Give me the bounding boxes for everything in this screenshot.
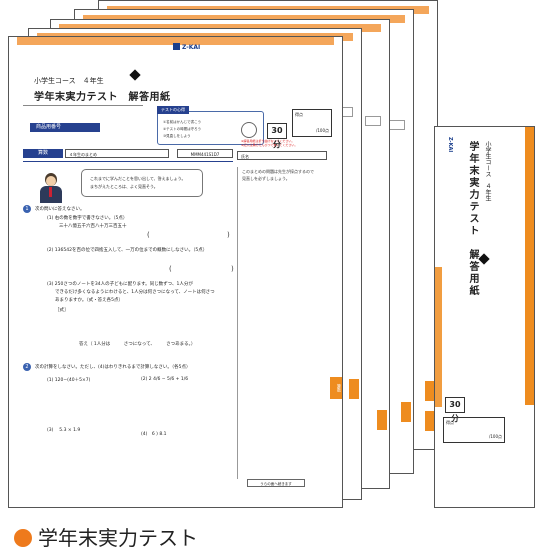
tip-line: ③見直しをしよう bbox=[163, 134, 191, 138]
z-logo-icon bbox=[173, 43, 180, 50]
back-sheet-score-box bbox=[365, 116, 381, 126]
speech-bubble: これまでに学んだことを思い出して、答えましょう。 まちがえたところは、よく見直そ… bbox=[81, 169, 203, 197]
back-sheet-tab bbox=[425, 381, 435, 401]
question-item: 三十八億五千六百八十万三百五十 bbox=[59, 224, 127, 229]
answer-paren: ) bbox=[231, 265, 234, 273]
cover-diamond-icon bbox=[478, 253, 490, 265]
cover-orange-strip bbox=[435, 267, 442, 407]
question-item: (2) 136542を百の位で四捨五入して、一万の位までの概数にしなさい。（5点… bbox=[47, 248, 208, 253]
answer-sheet-cover: Z-KAI 学年末実力テスト 解答用紙 小学生コース ４年生 30分 得点 /1… bbox=[434, 126, 535, 508]
answer-sheet-topbar bbox=[17, 37, 334, 45]
test-code: MMM441S1D7 bbox=[177, 149, 233, 158]
cover-logo: Z-KAI bbox=[447, 137, 453, 153]
red-note: ※解答用紙は折り曲げないでください。 bbox=[241, 139, 295, 143]
right-note: このまとめの問題は先生が採点するので bbox=[242, 169, 314, 174]
cover-score-unit: /100点 bbox=[489, 434, 502, 439]
back-sheet-tab bbox=[349, 379, 359, 399]
teacher-face bbox=[46, 176, 56, 186]
question-item: (1) 右の数を数字で書きなさい。（5点） bbox=[47, 216, 128, 221]
orange-dot-icon bbox=[14, 529, 32, 547]
subject-title: ４年生のまとめ bbox=[65, 149, 169, 158]
red-note: ※記入は黒のえんぴつで書いてください。 bbox=[241, 143, 298, 147]
bubble-line: まちがえたところは、よく見直そう。 bbox=[90, 184, 158, 189]
back-sheet-tab bbox=[377, 410, 387, 430]
smile-face-icon bbox=[241, 122, 257, 138]
question-item: (3) 250さつのノートを34人の子どもに配ります。同じ数ずつ、1人分が bbox=[47, 282, 193, 287]
question-item: (4) 6 ) 8.1 bbox=[141, 432, 167, 437]
tip-head: テストの心得 bbox=[157, 106, 189, 114]
tip-line: ②テストの時間は守ろう bbox=[163, 127, 202, 131]
tip-line: ①名前はかんじで書こう bbox=[163, 120, 202, 124]
bubble-line: これまでに学んだことを思い出して、答えましょう。 bbox=[90, 176, 186, 181]
answer-paren: ) bbox=[227, 231, 230, 239]
cover-score-label: 得点 bbox=[446, 420, 454, 425]
question-item: (1) 120−(40＋5×7) bbox=[47, 378, 91, 383]
question-intro: 次の問いに答えなさい。 bbox=[35, 207, 85, 212]
teacher-tie bbox=[49, 187, 52, 197]
continue-note: うらの面へ続きます bbox=[247, 479, 305, 487]
stamp-label: 商品用番号 bbox=[30, 123, 100, 132]
question-number: 1 bbox=[23, 205, 31, 213]
teacher-illustration bbox=[39, 173, 63, 203]
cover-time-box: 30分 bbox=[445, 397, 465, 423]
question-item: (2) 2 4/6 − 5/6 + 1/6 bbox=[141, 377, 189, 382]
cover-orange-bar bbox=[525, 127, 534, 405]
caption-text: 学年末実力テスト bbox=[38, 526, 198, 550]
logo-text: Z-KAI bbox=[182, 44, 201, 51]
column-divider bbox=[237, 167, 238, 479]
right-note: 見直しを必ずしましょう。 bbox=[242, 176, 290, 181]
answer-paren: ( bbox=[147, 231, 150, 239]
z-kai-logo: Z-KAI bbox=[173, 43, 200, 51]
answer-sheet-front: Z-KAI 小学生コース ４年生 学年末実力テスト 解答用紙 商品用番号 テスト… bbox=[8, 36, 343, 508]
tip-box: テストの心得 ①名前はかんじで書こう ②テストの時間は守ろう ③見直しをしよう bbox=[157, 106, 264, 145]
question-item: あまりますか。（式・答え各5点） bbox=[55, 298, 124, 303]
score-label: 得点 bbox=[295, 112, 303, 117]
back-sheet-tab bbox=[401, 402, 411, 422]
cover-title: 学年末実力テスト 解答用紙 bbox=[467, 141, 478, 297]
subject-tab: 算数 bbox=[330, 377, 342, 399]
page-title: 学年末実力テスト 解答用紙 bbox=[34, 92, 171, 103]
name-field[interactable]: 氏名 bbox=[237, 151, 327, 160]
cover-course: 小学生コース ４年生 bbox=[484, 141, 491, 201]
back-sheet-tab bbox=[425, 411, 435, 431]
caption: 学年末実力テスト bbox=[14, 522, 198, 551]
course-label: 小学生コース ４年生 bbox=[34, 77, 104, 85]
stamp-text: 商品用番号 bbox=[36, 124, 62, 130]
question-number: 2 bbox=[23, 363, 31, 371]
subject-badge: 算数 bbox=[23, 149, 63, 158]
section-rule bbox=[23, 161, 233, 162]
answer-line: 答え（ 1人分は さつになって、 さつあまる。） bbox=[79, 342, 196, 347]
question-item: ［式］ bbox=[55, 308, 69, 313]
question-intro: 次の計算をしなさい。ただし、(4)はわりきれるまで計算しなさい。（各5点） bbox=[35, 365, 191, 370]
diamond-icon bbox=[129, 69, 141, 81]
time-box: 30分 bbox=[267, 123, 287, 149]
header-rule bbox=[23, 105, 143, 106]
cover-score-box: 得点 /100点 bbox=[443, 417, 505, 443]
score-box: 得点 /100点 bbox=[292, 109, 332, 137]
question-item: できるだけ多くなるようにわけると、1人分は何さつになって、ノートは何さつ bbox=[55, 290, 215, 295]
back-sheet-score-box bbox=[389, 120, 405, 130]
answer-paren: ( bbox=[169, 265, 172, 273]
score-unit: /100点 bbox=[316, 128, 329, 133]
question-item: (3) 5.3 × 1.9 bbox=[47, 428, 81, 433]
